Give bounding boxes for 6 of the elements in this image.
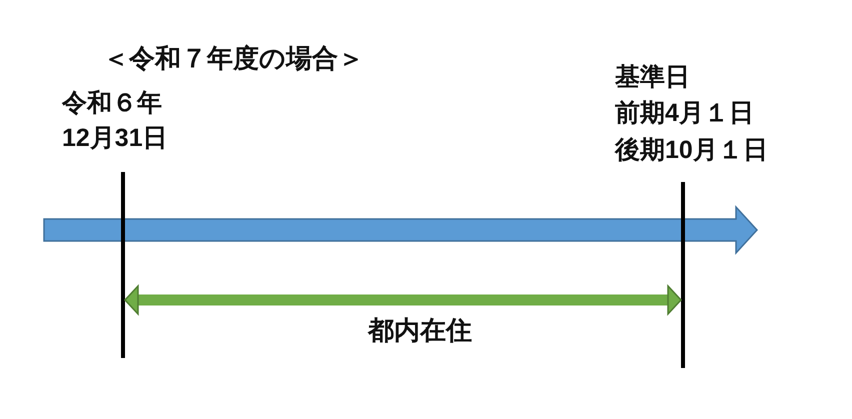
reference-date-label: 基準日 xyxy=(615,62,690,93)
date-label: 令和６年12月31日 xyxy=(62,88,169,154)
date-label: 後期10月１日 xyxy=(615,135,768,166)
double-arrow xyxy=(124,285,682,315)
title: ＜令和７年度の場合＞ xyxy=(103,42,364,75)
date-label: 前期4月１日 xyxy=(615,98,754,129)
